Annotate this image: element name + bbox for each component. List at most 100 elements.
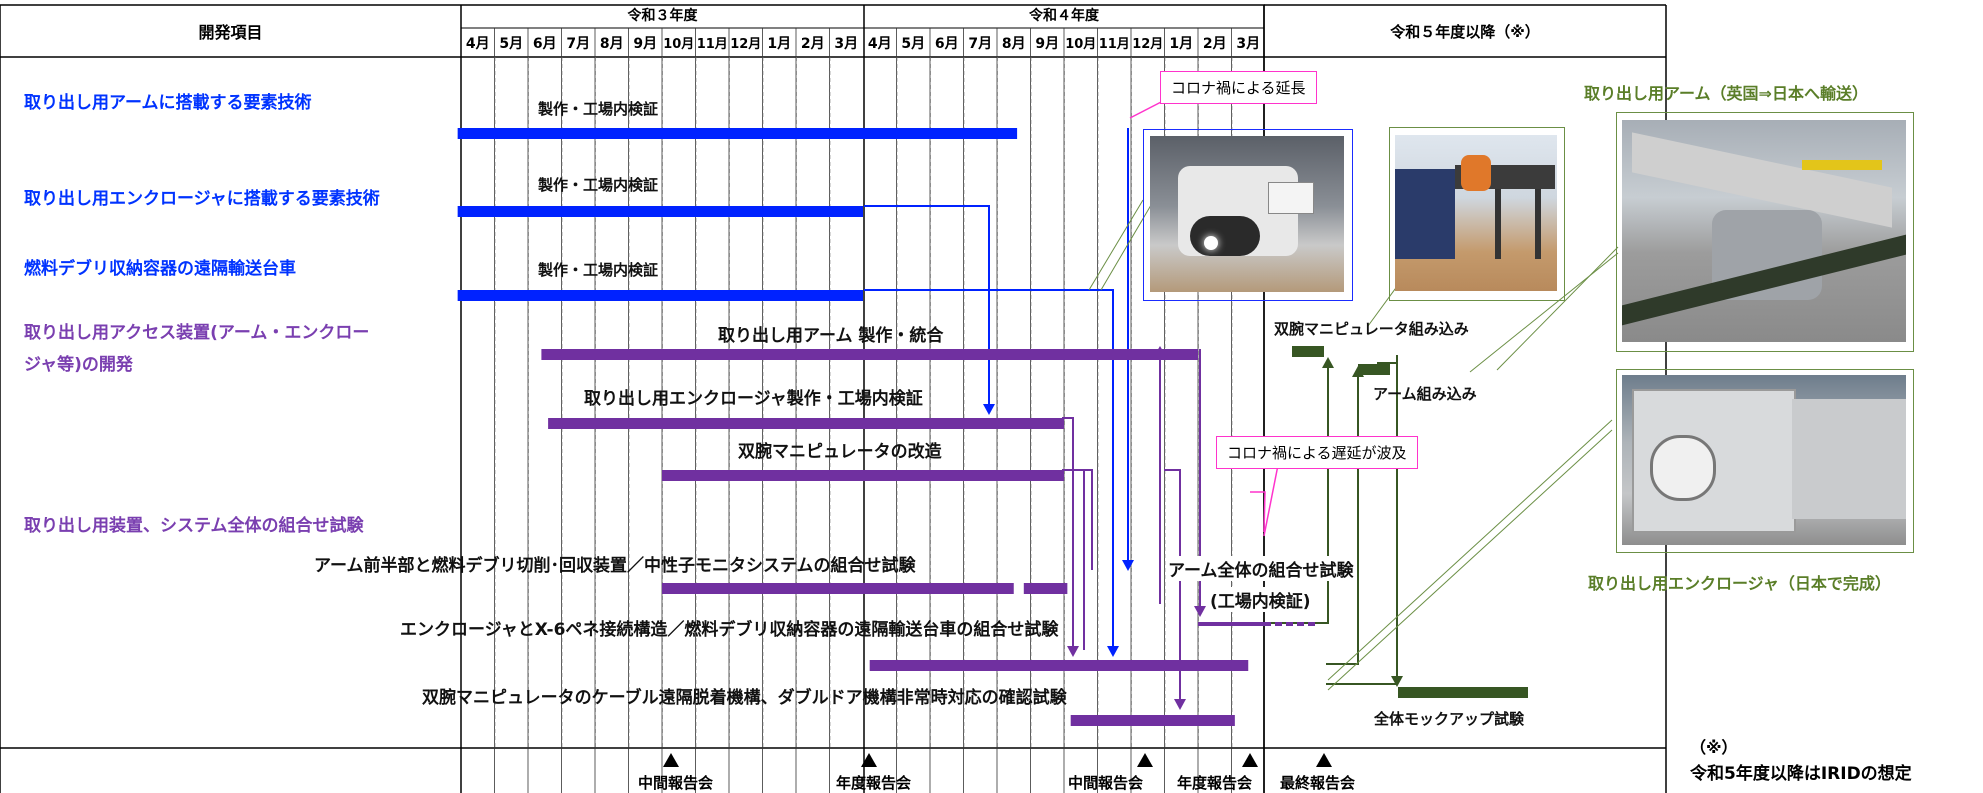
footnote-text: 令和5年度以降はIRIDの想定 xyxy=(1690,764,1912,784)
bar-label-arm-all-test: アーム全体の組合せ試験 xyxy=(1168,556,1354,581)
month-label: 5月 xyxy=(499,36,523,52)
gantt-bar-blue xyxy=(457,206,863,217)
milestone-label-4: 年度報告会 xyxy=(1177,774,1253,792)
gantt-bar-blue xyxy=(457,290,863,301)
bar-label-enclosure-test: エンクロージャとX-6ペネ接続構造／燃料デブリ収納容器の遠隔輸送台車の組合せ試験 xyxy=(400,620,1059,640)
photo-frame-arm xyxy=(1616,112,1914,352)
photo-transport-vehicle xyxy=(1150,136,1344,292)
header-item-label: 開発項目 xyxy=(198,23,263,42)
header-item-column: 開発項目 xyxy=(0,5,461,57)
month-label: 1月 xyxy=(1169,36,1193,52)
bar-label-arm-tech: 製作・工場内検証 xyxy=(538,100,659,118)
month-label: 7月 xyxy=(968,36,992,52)
gantt-bars xyxy=(457,128,1528,726)
month-label: 3月 xyxy=(834,36,858,52)
purple-arrowheads xyxy=(1067,346,1206,710)
month-label: 11月 xyxy=(697,37,728,52)
month-label: 3月 xyxy=(1236,36,1260,52)
footnote-mark: （※） xyxy=(1690,738,1738,757)
category-transport-cart: 燃料デブリ収納容器の遠隔輸送台車 xyxy=(24,259,296,279)
callout-corona-extension: コロナ禍による延長 xyxy=(1160,71,1317,104)
milestone-triangle xyxy=(1242,753,1258,767)
milestone-triangle xyxy=(861,753,877,767)
month-label: 8月 xyxy=(1002,36,1026,52)
header-fy3: 令和５年度以降（※） xyxy=(1264,5,1666,57)
table-frame xyxy=(0,4,1667,793)
bar-label-arm-build: 取り出し用アーム 製作・統合 xyxy=(718,326,944,346)
gantt-bar-purple xyxy=(662,583,1014,594)
month-label: 2月 xyxy=(1203,36,1227,52)
photo-removal-enclosure xyxy=(1622,375,1906,545)
category-arm-tech: 取り出し用アームに搭載する要素技術 xyxy=(24,93,312,113)
bar-label-arm-install: アーム組み込み xyxy=(1373,385,1477,403)
month-label: 5月 xyxy=(901,36,925,52)
milestone-triangle xyxy=(1316,753,1332,767)
bar-label-enclosure-tech: 製作・工場内検証 xyxy=(538,176,659,194)
month-label: 8月 xyxy=(600,36,624,52)
bar-label-dual-arm-mod: 双腕マニピュレータの改造 xyxy=(738,442,942,462)
category-system-test: 取り出し用装置、システム全体の組合せ試験 xyxy=(24,516,364,536)
header-fy2-label: 令和４年度 xyxy=(1029,8,1099,24)
milestone-markers xyxy=(663,753,1332,767)
bar-label-arm-front-test: アーム前半部と燃料デブリ切削･回収装置／中性子モニタシステムの組合せ試験 xyxy=(314,556,916,576)
header-fy1-label: 令和３年度 xyxy=(627,8,698,24)
gantt-bar-purple xyxy=(662,470,1064,481)
gantt-bar-purple xyxy=(1023,583,1068,594)
header-fy2: 令和４年度 xyxy=(864,5,1264,28)
month-label: 11月 xyxy=(1099,37,1130,52)
gantt-bar-green xyxy=(1292,346,1324,357)
milestone-label-1: 中間報告会 xyxy=(638,774,714,792)
category-enclosure-tech: 取り出し用エンクロージャに搭載する要素技術 xyxy=(24,189,380,209)
milestone-triangle xyxy=(663,753,679,767)
month-label: 2月 xyxy=(801,36,825,52)
photo-caption-enclosure: 取り出し用エンクロージャ（日本で完成） xyxy=(1588,574,1891,593)
month-label: 7月 xyxy=(566,36,590,52)
photo-dual-arm-manipulator xyxy=(1395,135,1557,291)
callout-corona-delay: コロナ禍による遅延が波及 xyxy=(1216,436,1418,469)
photo-removal-arm xyxy=(1622,120,1906,342)
month-label: 4月 xyxy=(868,36,892,52)
gantt-bar-purple xyxy=(548,418,1064,429)
milestone-label-2: 年度報告会 xyxy=(836,774,912,792)
photo-frame-vehicle xyxy=(1143,129,1353,301)
header-fy3-label: 令和５年度以降（※） xyxy=(1390,22,1540,41)
category-access-device-line1: 取り出し用アクセス装置(アーム・エンクロー xyxy=(24,323,370,343)
gantt-bar-blue xyxy=(457,128,1018,139)
month-label: 4月 xyxy=(466,36,490,52)
gantt-bar-purple xyxy=(1070,715,1235,726)
month-label: 12月 xyxy=(1132,37,1163,52)
gantt-bar-purple xyxy=(1198,622,1264,626)
bar-label-transport-cart: 製作・工場内検証 xyxy=(538,261,659,279)
photo-caption-arm: 取り出し用アーム（英国⇒日本へ輸送） xyxy=(1584,84,1868,103)
purple-connectors xyxy=(1062,349,1201,703)
gantt-bar-green xyxy=(1398,687,1528,698)
blue-arrowheads xyxy=(983,404,1134,657)
header-fy1: 令和３年度 xyxy=(461,5,864,28)
milestone-label-3: 中間報告会 xyxy=(1068,774,1144,792)
month-label: 10月 xyxy=(1065,37,1096,52)
month-label: 9月 xyxy=(633,36,657,52)
gantt-bar-purple xyxy=(541,349,1198,360)
month-label: 6月 xyxy=(533,36,557,52)
milestone-triangle xyxy=(1137,753,1153,767)
gantt-bar-green xyxy=(1358,364,1390,375)
photo-frame-enclosure xyxy=(1616,369,1914,553)
month-label: 9月 xyxy=(1035,36,1059,52)
milestone-label-5: 最終報告会 xyxy=(1280,774,1356,792)
photo-frame-dual-arm xyxy=(1389,127,1565,301)
month-label: 10月 xyxy=(663,37,694,52)
month-label: 1月 xyxy=(767,36,791,52)
photo-pointers xyxy=(1088,199,1619,691)
bar-label-dual-arm-install: 双腕マニピュレータ組み込み xyxy=(1274,320,1469,338)
bar-label-mockup-test: 全体モックアップ試験 xyxy=(1374,710,1525,728)
green-arrowheads xyxy=(1322,357,1403,687)
month-label: 6月 xyxy=(935,36,959,52)
gantt-bar-purple xyxy=(869,660,1249,671)
bar-label-enclosure-build: 取り出し用エンクロージャ製作・工場内検証 xyxy=(584,389,923,409)
month-label: 12月 xyxy=(730,37,761,52)
category-access-device-line2: ジャ等)の開発 xyxy=(24,355,133,375)
bar-label-factory-verification: (工場内検証) xyxy=(1210,587,1311,612)
bar-label-dual-arm-test: 双腕マニピュレータのケーブル遠隔脱着機構、ダブルドア機構非常時対応の確認試験 xyxy=(422,688,1067,708)
